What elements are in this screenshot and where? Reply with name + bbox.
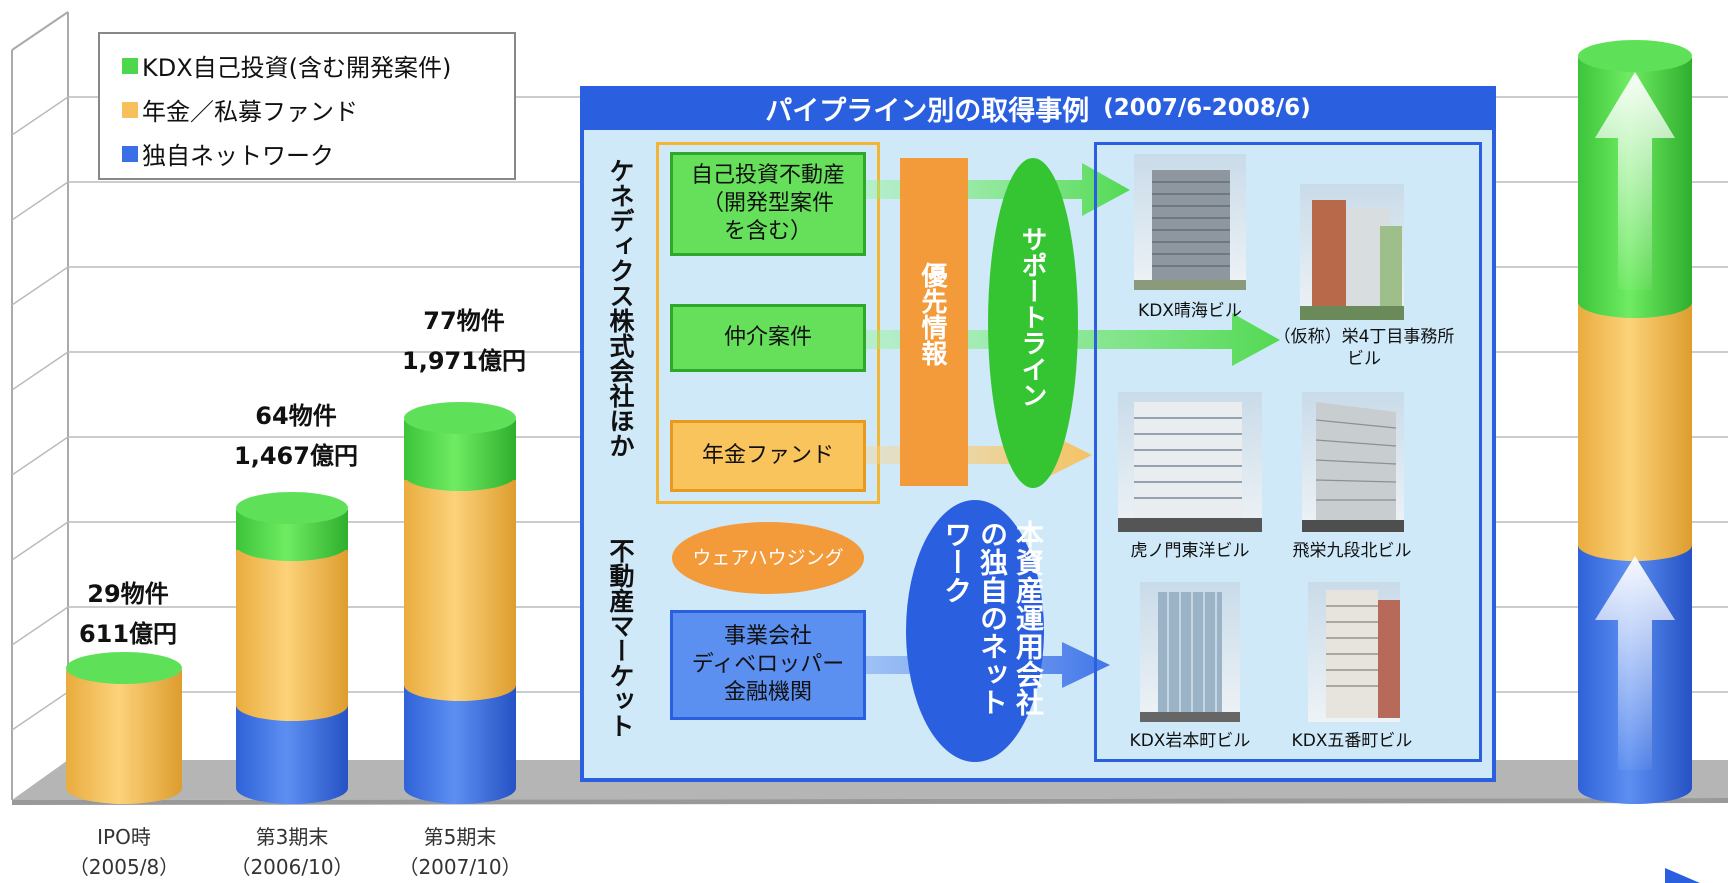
- photo-kdx-iwamotocho: [1140, 582, 1240, 722]
- gridline-side: [11, 436, 69, 476]
- photo-sakae4: [1300, 184, 1404, 320]
- box-line: ディベロッパー: [691, 652, 845, 677]
- gridline-side: [11, 521, 69, 561]
- up-arrow-icon: [1595, 72, 1675, 290]
- bar-period3: [236, 492, 348, 804]
- support-line-label: サポートライン: [1017, 226, 1047, 408]
- bar-ipo: [66, 652, 182, 804]
- box-self-investment: 自己投資不動産 （開発型案件 を含む）: [670, 152, 866, 256]
- legend-item: KDX自己投資(含む開発案件): [122, 48, 451, 83]
- gridline-side: [11, 266, 69, 306]
- kenedix-group-outline: [656, 142, 880, 504]
- arrow-self-investment: [866, 163, 1130, 216]
- bar-value-label: 64物件 1,467億円: [196, 396, 396, 476]
- own-network-label: 本資産運用会社の独自のネットワーク: [940, 520, 1045, 716]
- category-name: IPO時: [97, 825, 151, 849]
- box-line: （開発型案件: [701, 191, 834, 216]
- bar-count-label: 64物件: [255, 402, 337, 430]
- bar-segment-orange: [1578, 300, 1692, 545]
- legend-label: KDX自己投資(含む開発案件): [142, 54, 452, 82]
- bar-segment-orange: [236, 545, 348, 705]
- bar-segment-orange: [404, 475, 516, 685]
- legend-label: 年金／私募ファンド: [142, 98, 358, 126]
- building-caption: 飛栄九段北ビル: [1292, 541, 1412, 561]
- source-kenedix-label: ケネディクス株式会社ほか: [606, 158, 635, 458]
- bar-amount-label: 611億円: [78, 620, 178, 648]
- photo-toranomon-toyo: [1118, 392, 1262, 532]
- panel-title-period: (2007/6-2008/6): [1103, 95, 1311, 121]
- source-market-label: 不動産マーケット: [606, 538, 635, 738]
- bar-count-label: 77物件: [423, 307, 505, 335]
- bar-amount-label: 1,971億円: [402, 347, 526, 375]
- building-caption-line: （仮称）栄4丁目事務所: [1273, 327, 1455, 347]
- building-caption: KDX五番町ビル: [1291, 731, 1413, 751]
- legend-swatch-blue: [122, 145, 138, 162]
- category-date: （2005/8）: [68, 855, 180, 879]
- own-network-oval: [906, 500, 1044, 762]
- category-label: IPO時 （2005/8）: [54, 822, 194, 882]
- box-line: 自己投資不動産: [690, 163, 845, 188]
- bar-segment-orange: [66, 670, 182, 788]
- bar-top-green: [66, 652, 182, 684]
- category-name: 第5期末: [423, 825, 497, 849]
- corner-arrow-icon: [1665, 868, 1700, 883]
- photo-hiei-kudankita: [1302, 392, 1404, 532]
- priority-info-bar: [900, 158, 968, 486]
- building-caption-line: ビル: [1347, 349, 1381, 369]
- gridline-side: [11, 351, 69, 391]
- box-brokerage: 仲介案件: [670, 304, 866, 372]
- acquisitions-frame: [1094, 142, 1482, 762]
- building-caption: （仮称）栄4丁目事務所 ビル: [1264, 326, 1464, 370]
- gridline-side: [11, 181, 69, 221]
- arrow-pension: [866, 430, 1092, 480]
- category-name: 第3期末: [255, 825, 329, 849]
- panel-title-text: パイプライン別の取得事例: [765, 95, 1090, 127]
- legend-swatch-green: [122, 57, 138, 74]
- category-date: （2007/10）: [398, 855, 522, 879]
- bar-future: [1578, 40, 1692, 804]
- legend: KDX自己投資(含む開発案件) 年金／私募ファンド 独自ネットワーク: [98, 32, 516, 180]
- box-companies: 事業会社 ディベロッパー 金融機関: [670, 610, 866, 720]
- panel-title: パイプライン別の取得事例 (2007/6-2008/6): [580, 86, 1496, 130]
- warehousing-oval: ウェアハウジング: [672, 522, 864, 594]
- bar-count-label: 29物件: [87, 580, 169, 608]
- building-caption: KDX晴海ビル: [1138, 301, 1242, 321]
- box-pension-fund: 年金ファンド: [670, 420, 866, 492]
- gridline-side: [11, 606, 69, 646]
- category-date: （2006/10）: [230, 855, 354, 879]
- photo-kdx-harumi: [1134, 154, 1246, 290]
- photo-kdx-gobancho: [1308, 582, 1400, 722]
- box-line: 事業会社: [723, 624, 812, 649]
- category-label: 第5期末 （2007/10）: [390, 822, 530, 882]
- category-label: 第3期末 （2006/10）: [222, 822, 362, 882]
- support-line-oval: [988, 158, 1078, 488]
- legend-swatch-orange: [122, 101, 138, 118]
- bar-value-label: 77物件 1,971億円: [364, 301, 564, 381]
- bar-period5: [404, 402, 516, 804]
- bar-value-label: 29物件 611億円: [28, 574, 228, 654]
- gridline-side: [11, 691, 69, 731]
- building-caption: KDX岩本町ビル: [1129, 731, 1251, 751]
- box-line: を含む）: [723, 219, 812, 244]
- building-caption: 虎ノ門東洋ビル: [1130, 541, 1250, 561]
- priority-info-label: 優先情報: [917, 262, 947, 366]
- legend-label: 独自ネットワーク: [142, 142, 334, 170]
- bar-amount-label: 1,467億円: [234, 442, 358, 470]
- box-line: 金融機関: [723, 680, 812, 705]
- legend-item: 年金／私募ファンド: [122, 92, 358, 127]
- up-arrow-icon: [1595, 556, 1675, 770]
- gridline-side: [11, 96, 69, 136]
- legend-item: 独自ネットワーク: [122, 136, 334, 171]
